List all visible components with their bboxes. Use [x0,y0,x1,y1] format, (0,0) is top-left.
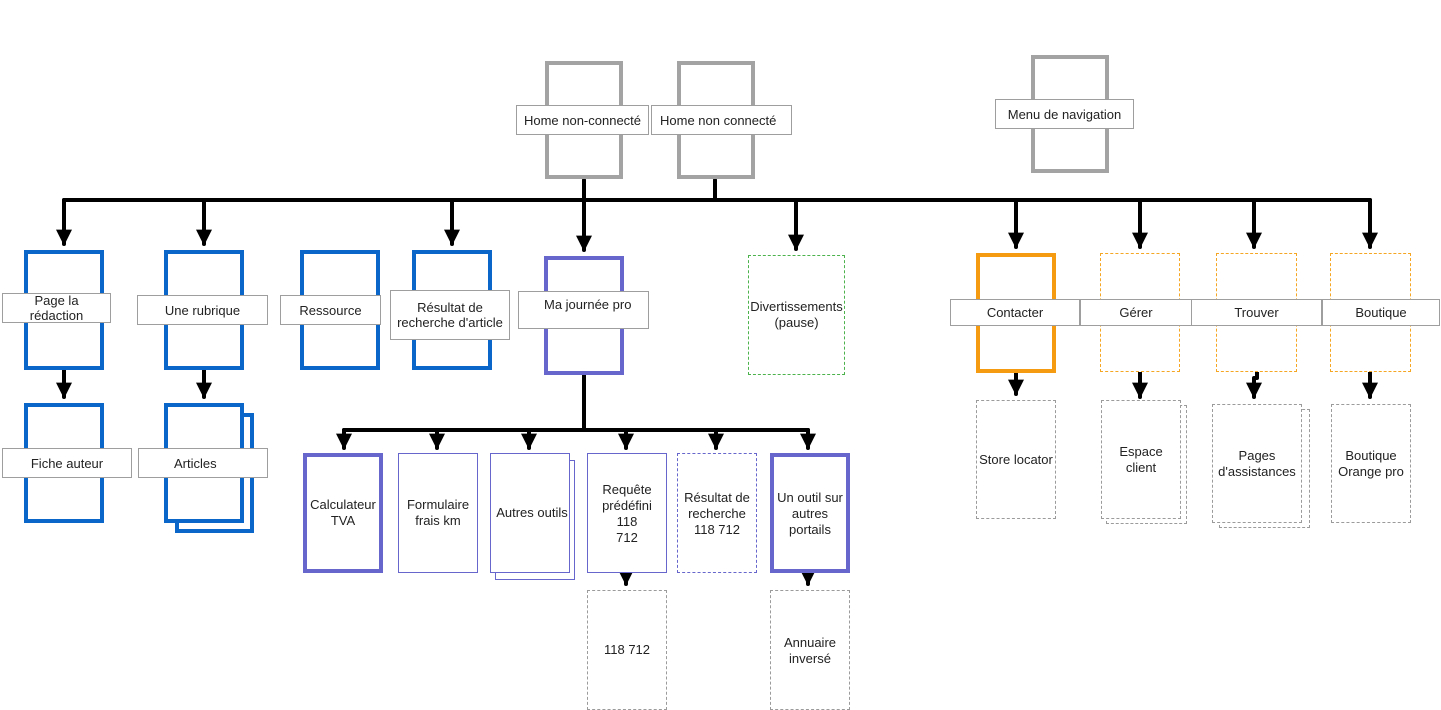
store-locator-label: Store locator [979,452,1053,467]
home-non-connecte-label-1: Home non-connecté [516,105,649,135]
boutique-orange-pro-box [1331,404,1411,523]
home-non-connecte-label-2: Home non connecté [651,105,792,135]
espace-client-box [1101,400,1181,519]
page-redaction-label: Page la rédaction [2,293,111,323]
divertissements-box [748,255,845,375]
espace-client-label: Espace client [1119,444,1163,475]
requete-predefini-label: Requête prédéfini 118 712 [602,482,652,545]
ressource-label: Ressource [280,295,381,325]
requete-predefini-box [587,453,667,573]
calculateur-tva-box [303,453,383,573]
connector-pages-assistances [1246,370,1262,399]
connector-top-bus [62,178,1372,202]
boutique-orange-pro-label: Boutique Orange pro [1338,448,1404,479]
menu-navigation-label: Menu de navigation [995,99,1134,129]
calculateur-tva-label: Calculateur TVA [310,497,376,528]
fiche-auteur-label: Fiche auteur [2,448,132,478]
resultat-118-label: Résultat de recherche 118 712 [684,490,750,537]
boutique-label: Boutique [1322,299,1440,326]
articles-label: Articles [138,448,268,478]
outil-autres-portails-label: Un outil sur autres portails [777,490,843,537]
contacter-label: Contacter [950,299,1080,326]
connector-journee-bus [342,371,810,432]
annuaire-inverse-box [770,590,850,710]
resultat-article-label: Résultat de recherche d'article [390,290,510,340]
ma-journee-pro-label: Ma journée pro [518,291,649,329]
divertissements-label: Divertissements (pause) [750,299,843,330]
resultat-118-box [677,453,757,573]
outil-autres-portails-box [770,453,850,573]
pages-assistances-label: Pages d'assistances [1218,448,1296,479]
n118712-label: 118 712 [603,642,651,657]
annuaire-inverse-label: Annuaire inversé [783,635,837,666]
formulaire-frais-km-box [398,453,478,573]
pages-assistances-box [1212,404,1302,523]
gerer-label: Gérer [1080,299,1192,326]
autres-outils-label: Autres outils [496,505,568,520]
une-rubrique-label: Une rubrique [137,295,268,325]
trouver-label: Trouver [1191,299,1322,326]
formulaire-frais-km-label: Formulaire frais km [406,497,470,528]
store-locator-box [976,400,1056,519]
autres-outils-box [490,453,570,573]
